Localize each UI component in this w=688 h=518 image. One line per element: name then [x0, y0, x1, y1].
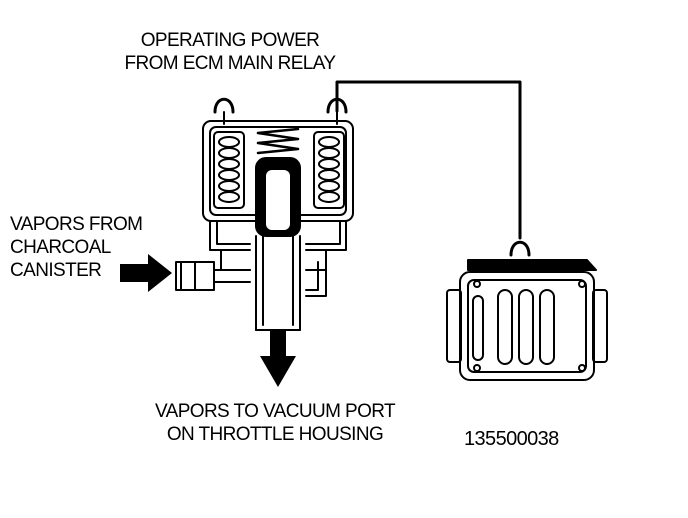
- label-line: ON THROTTLE HOUSING: [166, 424, 384, 445]
- vapors-to-label: VAPORS TO VACUUM PORT ON THROTTLE HOUSIN…: [130, 400, 420, 446]
- signal-wire: [335, 80, 522, 240]
- label-line: OPERATING POWER: [140, 30, 320, 51]
- outlet-arrow: [260, 330, 296, 387]
- label-line: FROM ECM MAIN RELAY: [124, 53, 337, 74]
- label-line: CHARCOAL: [10, 237, 111, 258]
- ground-terminal-icon: [326, 97, 348, 114]
- ecm-module: [446, 259, 608, 381]
- label-line: CANISTER: [10, 260, 102, 281]
- operating-power-label: OPERATING POWER FROM ECM MAIN RELAY: [100, 29, 360, 75]
- label-line: VAPORS FROM: [10, 214, 143, 235]
- valve-body: [209, 220, 347, 331]
- label-line: VAPORS TO VACUUM PORT: [154, 401, 396, 422]
- vapors-from-label: VAPORS FROM CHARCOAL CANISTER: [10, 213, 160, 282]
- purge-solenoid: [202, 120, 354, 237]
- coil-left: [213, 131, 245, 209]
- inlet-port: [175, 261, 251, 291]
- ecm-terminal-icon: [509, 240, 531, 257]
- inlet-arrow: [120, 254, 172, 292]
- power-terminal-icon: [213, 97, 235, 114]
- spring-icon: [256, 127, 300, 155]
- coil-right: [313, 131, 345, 209]
- figure-number: 135500038: [464, 428, 559, 450]
